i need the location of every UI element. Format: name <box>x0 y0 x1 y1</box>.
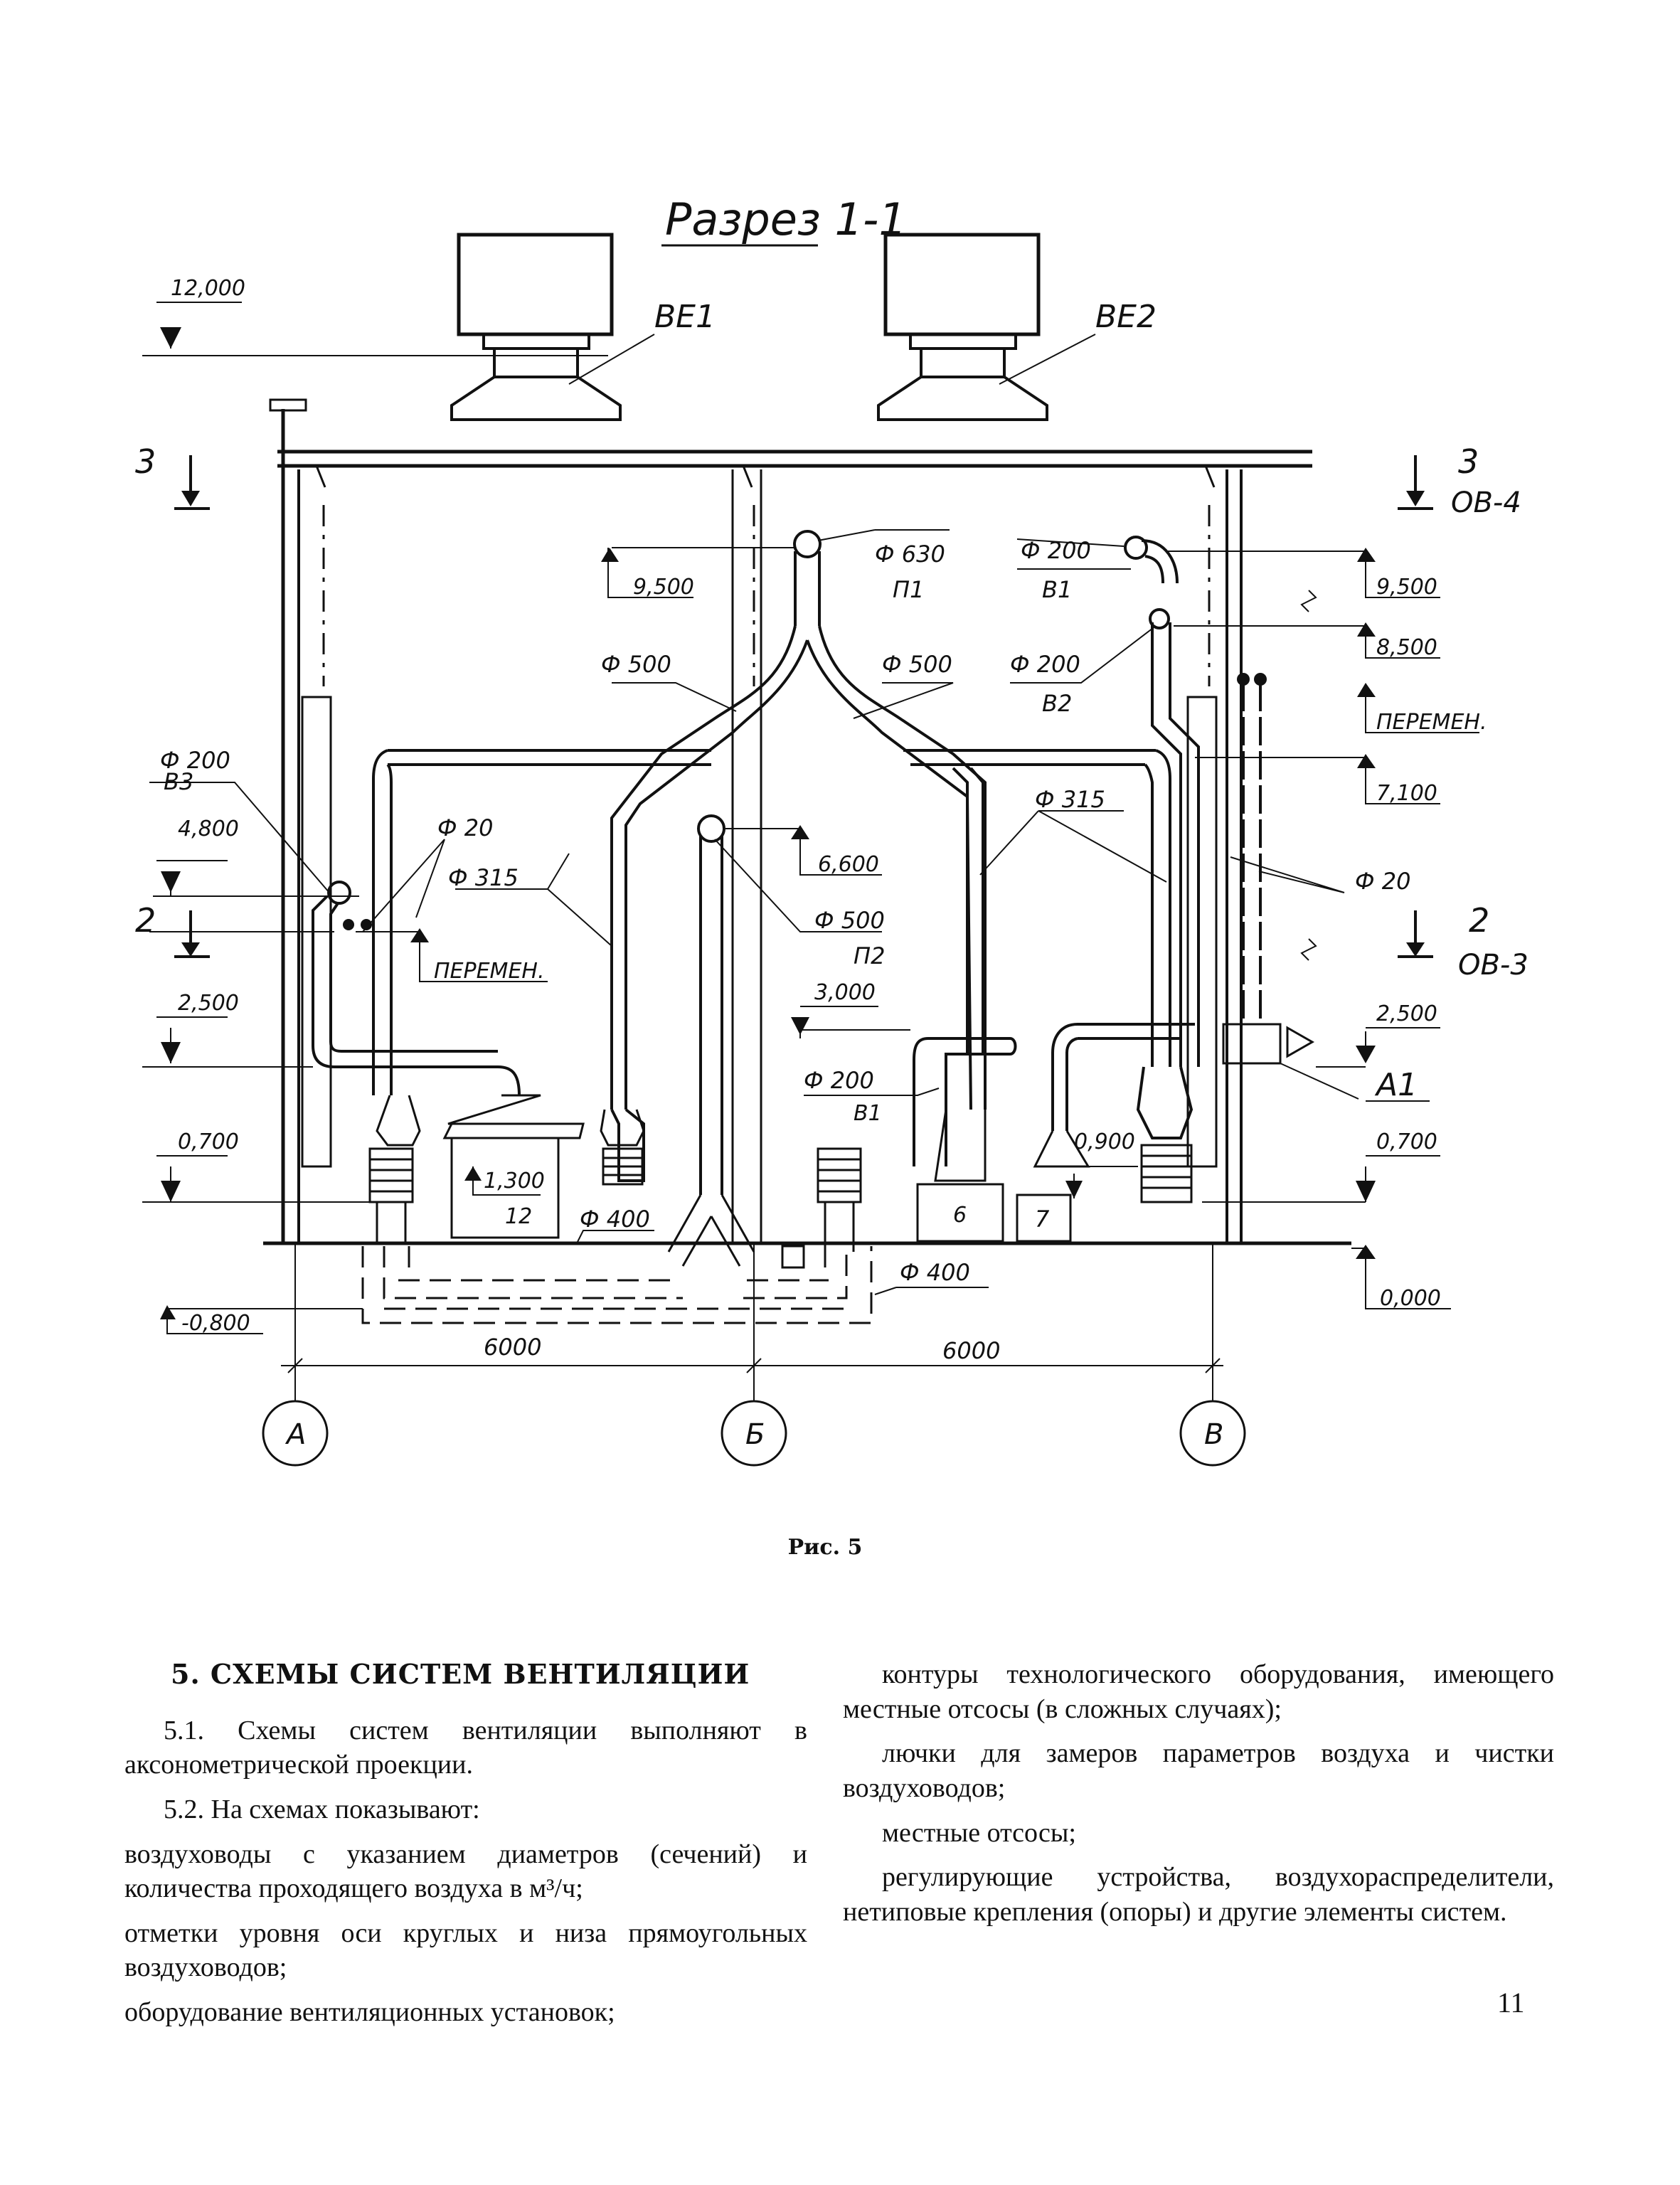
axes <box>262 1243 1246 1467</box>
supply-duct-p2 <box>667 814 755 1267</box>
label-be2: ВЕ2 <box>1095 299 1157 335</box>
paragraph: 5.2. На схемах показывают: <box>164 1794 480 1824</box>
label-elev-6600: 6,600 <box>818 852 879 877</box>
axis-b: Б <box>745 1418 765 1451</box>
label-d630: Ф 630 <box>875 541 945 568</box>
label-d200-b1-top: Ф 200 <box>1021 537 1091 564</box>
roof-fan-be2 <box>877 233 1048 421</box>
pipes-d20-right <box>1222 673 1315 1065</box>
paragraph: воздуховоды с указанием диаметров (сечен… <box>124 1839 807 1904</box>
label-d500-r: Ф 500 <box>882 651 952 678</box>
label-elev-2500-r: 2,500 <box>1376 1001 1437 1026</box>
paragraph: 5.1. Схемы систем вентиляции выполняют в… <box>124 1715 807 1780</box>
label-d400-r: Ф 400 <box>900 1259 970 1286</box>
label-b1-top: В1 <box>1042 576 1072 603</box>
label-d200-b2: Ф 200 <box>1010 651 1080 678</box>
label-elev-7100: 7,100 <box>1376 781 1437 806</box>
label-elev-3000: 3,000 <box>814 980 876 1005</box>
label-d400-l: Ф 400 <box>580 1206 650 1233</box>
underfloor-ducts <box>361 1245 873 1324</box>
paragraph: контуры технологического оборудования, и… <box>843 1659 1554 1724</box>
label-equip-12: 12 <box>505 1204 532 1229</box>
label-equip-7: 7 <box>1035 1206 1050 1233</box>
sec3-right-num: 3 <box>1458 442 1479 481</box>
local-suction-right <box>1136 1066 1193 1203</box>
ventilation-section-drawing: Разрез 1-1 ВЕ1 ВЕ2 12,000 3 3 ОВ-4 <box>135 193 1529 1467</box>
figure-caption: Рис. 5 <box>787 1535 863 1560</box>
page-number: 11 <box>1497 1987 1525 2019</box>
label-elev-8500: 8,500 <box>1376 635 1437 660</box>
sec2-left-num: 2 <box>135 901 156 940</box>
label-elev-0000: 0,000 <box>1380 1286 1441 1311</box>
label-d315-r: Ф 315 <box>1035 786 1105 813</box>
exhaust-duct-b2 <box>1149 608 1200 1067</box>
local-suction-left <box>368 1147 414 1245</box>
elevation-markers <box>142 547 1479 1334</box>
label-b2: В2 <box>1042 690 1072 717</box>
label-b3: В3 <box>164 768 193 795</box>
exhaust-duct-b1-top <box>1124 536 1179 584</box>
label-d200-b3: Ф 200 <box>160 747 230 774</box>
ducts-to-equipment <box>913 1023 1195 1243</box>
axis-a: А <box>285 1418 306 1451</box>
local-suction-center-left <box>600 1109 645 1186</box>
sec2-right-num: 2 <box>1469 901 1489 940</box>
label-d20-l: Ф 20 <box>437 814 493 841</box>
label-elev-m0800: -0,800 <box>181 1311 250 1336</box>
label-d20-r: Ф 20 <box>1355 868 1410 895</box>
label-elev-9500-l: 9,500 <box>633 575 694 600</box>
label-elev-2500-l: 2,500 <box>178 991 239 1016</box>
roof-fan-be1 <box>450 233 622 421</box>
label-elev-4800: 4,800 <box>178 817 239 841</box>
paragraph: оборудование вентиляционных установок; <box>124 1997 615 2027</box>
dim-right: 6000 <box>942 1337 1000 1364</box>
dim-left: 6000 <box>484 1334 541 1361</box>
label-elev-9500-r: 9,500 <box>1376 575 1437 600</box>
label-peremen-r: ПЕРЕМЕН. <box>1376 710 1487 735</box>
label-p2: П2 <box>854 942 885 969</box>
elev-12000: 12,000 <box>171 276 245 301</box>
label-d500-p2: Ф 500 <box>814 907 885 934</box>
label-p1: П1 <box>893 576 924 603</box>
label-d200-b1-bot: Ф 200 <box>804 1067 874 1094</box>
label-b1-bot: В1 <box>854 1101 882 1126</box>
leader-lines <box>149 529 1359 1295</box>
label-peremen-l: ПЕРЕМЕН. <box>434 959 545 984</box>
branch-ducts <box>372 749 1171 1095</box>
section-heading: 5. СХЕМЫ СИСТЕМ ВЕНТИЛЯЦИИ <box>171 1658 750 1690</box>
text-column-right: контуры технологического оборудования, и… <box>843 1657 1554 1939</box>
label-d500-l: Ф 500 <box>601 651 671 678</box>
label-elev-0700-l: 0,700 <box>178 1129 239 1154</box>
label-elev-0900: 0,900 <box>1074 1129 1135 1154</box>
paragraph: лючки для замеров параметров воздуха и ч… <box>843 1738 1554 1803</box>
drawing-title: Разрез 1-1 <box>665 193 907 245</box>
label-a1: А1 <box>1374 1067 1418 1103</box>
sec2-right-code: ОВ-3 <box>1458 949 1529 982</box>
paragraph: регулирующие устройства, воздухораспреде… <box>843 1862 1554 1927</box>
sec3-right-code: ОВ-4 <box>1451 487 1521 519</box>
local-suction-center-right <box>817 1147 862 1252</box>
label-equip-6: 6 <box>953 1203 967 1228</box>
axis-v: В <box>1204 1418 1223 1451</box>
text-column-left: 5. СХЕМЫ СИСТЕМ ВЕНТИЛЯЦИИ 5.1. Схемы си… <box>124 1657 807 2040</box>
paragraph: отметки уровня оси круглых и низа прямоу… <box>124 1918 807 1983</box>
sec3-left-num: 3 <box>135 442 156 481</box>
supply-duct-p1 <box>610 530 987 1182</box>
label-elev-0700-r: 0,700 <box>1376 1129 1437 1154</box>
paragraph: местные отсосы; <box>882 1817 1076 1848</box>
label-d315-l: Ф 315 <box>448 864 519 891</box>
label-be1: ВЕ1 <box>654 299 716 335</box>
label-elev-1300: 1,300 <box>484 1169 545 1193</box>
